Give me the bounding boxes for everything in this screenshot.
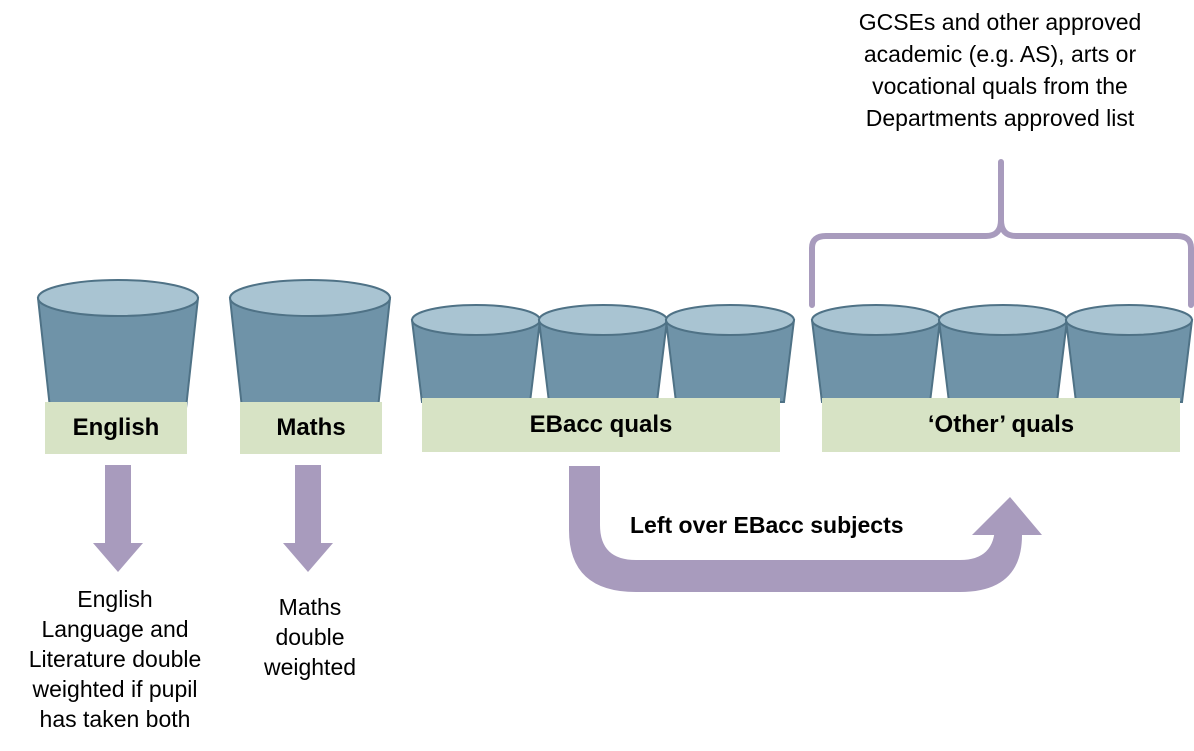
english-note: English Language and Literature double w…: [0, 584, 230, 734]
maths-note-line: Maths: [278, 594, 342, 620]
ebacc-cup-1: [410, 304, 542, 403]
english-note-line: weighted if pupil: [32, 676, 198, 702]
maths-note: Maths double weighted: [240, 592, 380, 682]
other-quals-bracket: [809, 159, 1194, 308]
other-note: GCSEs and other approved academic (e.g. …: [810, 6, 1190, 134]
ebacc-label-text: EBacc quals: [529, 411, 673, 438]
other-cup-1: [810, 304, 942, 403]
leftover-flow-arrow: [569, 466, 1042, 592]
english-label-text: English: [72, 414, 160, 441]
ebacc-label: EBacc quals: [422, 398, 780, 452]
english-note-line: has taken both: [39, 706, 191, 732]
other-cup-3: [1064, 304, 1194, 403]
leftover-flow-label: Left over EBacc subjects: [630, 512, 904, 538]
maths-cup: [228, 279, 392, 409]
other-note-line: vocational quals from the: [872, 73, 1128, 99]
ebacc-cup-2: [537, 304, 669, 403]
maths-label-text: Maths: [276, 414, 346, 441]
maths-note-line: weighted: [263, 654, 357, 680]
english-note-line: English: [77, 586, 153, 612]
other-cup-2: [937, 304, 1069, 403]
other-note-line: GCSEs and other approved: [858, 9, 1142, 35]
other-note-line: academic (e.g. AS), arts or: [863, 41, 1137, 67]
english-cup: [36, 279, 200, 409]
ebacc-cup-3: [664, 304, 796, 403]
maths-label: Maths: [240, 402, 382, 454]
maths-down-arrow: [283, 465, 333, 572]
maths-note-line: double: [275, 624, 345, 650]
other-label-text: ‘Other’ quals: [927, 411, 1075, 438]
other-note-line: Departments approved list: [865, 105, 1135, 131]
english-down-arrow: [93, 465, 143, 572]
english-note-line: Language and: [41, 616, 189, 642]
english-note-line: Literature double: [28, 646, 202, 672]
other-label: ‘Other’ quals: [822, 398, 1180, 452]
english-label: English: [45, 402, 187, 454]
